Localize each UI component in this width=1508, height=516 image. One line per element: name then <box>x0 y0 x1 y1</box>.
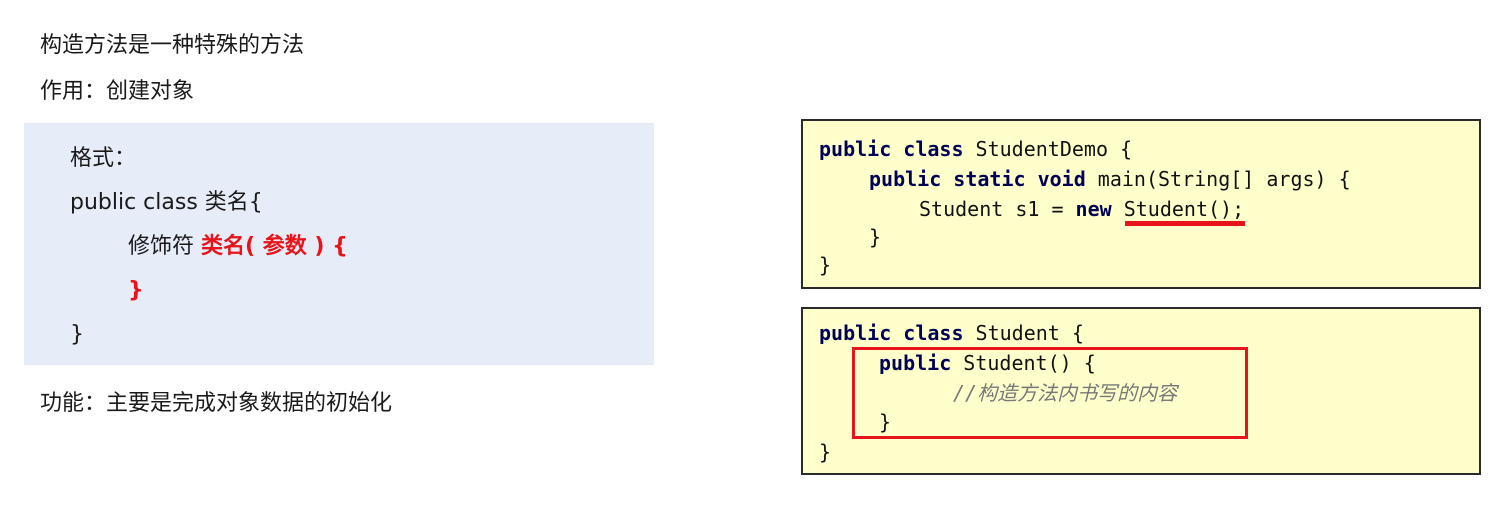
slide-heading: 构造方法是一种特殊的方法 <box>40 33 305 58</box>
code-line: } <box>869 225 882 249</box>
code-keyword: public static void <box>869 167 1086 191</box>
format-constructor-signature: 类名( 参数 ) { <box>201 234 348 259</box>
format-class-close: } <box>70 322 84 347</box>
format-box: 格式： public class 类名{ 修饰符 类名( 参数 ) { } } <box>24 123 654 365</box>
code-keyword: public class <box>819 137 964 161</box>
code-line: } <box>819 440 832 464</box>
format-constructor-close: } <box>128 278 144 303</box>
code-line: } <box>819 253 832 277</box>
code-text: Student() { <box>951 351 1096 375</box>
constructor-call-underline <box>1125 221 1245 226</box>
student-demo-code-block: public class StudentDemo { public static… <box>801 119 1481 289</box>
code-line: public Student() { <box>879 350 1096 376</box>
code-keyword: public class <box>819 321 964 345</box>
code-line: } <box>879 410 892 434</box>
format-class-line: public class 类名{ <box>70 190 263 215</box>
code-text: main(String[] args) { <box>1085 167 1351 191</box>
code-text: StudentDemo { <box>963 137 1133 161</box>
format-modifier: 修饰符 <box>128 234 201 259</box>
function-text: 功能：主要是完成对象数据的初始化 <box>40 391 393 416</box>
code-line: public static void main(String[] args) { <box>869 166 1351 192</box>
code-comment: //构造方法内书写的内容 <box>953 381 1178 405</box>
student-class-code-block: public class Student { public Student() … <box>801 307 1481 475</box>
code-line: public class Student { <box>819 320 1084 346</box>
format-constructor-line: 修饰符 类名( 参数 ) { <box>128 233 348 261</box>
code-text: Student s1 = <box>919 197 1076 221</box>
purpose-text: 作用：创建对象 <box>40 79 195 104</box>
code-keyword: public <box>879 351 952 375</box>
code-text: Student(); <box>1111 197 1245 221</box>
code-line: Student s1 = new Student(); <box>919 196 1244 222</box>
code-line: public class StudentDemo { <box>819 136 1132 162</box>
format-label: 格式： <box>70 146 137 171</box>
constructor-highlight-box <box>852 347 1248 439</box>
code-keyword: new <box>1075 197 1112 221</box>
code-text: Student { <box>963 321 1084 345</box>
